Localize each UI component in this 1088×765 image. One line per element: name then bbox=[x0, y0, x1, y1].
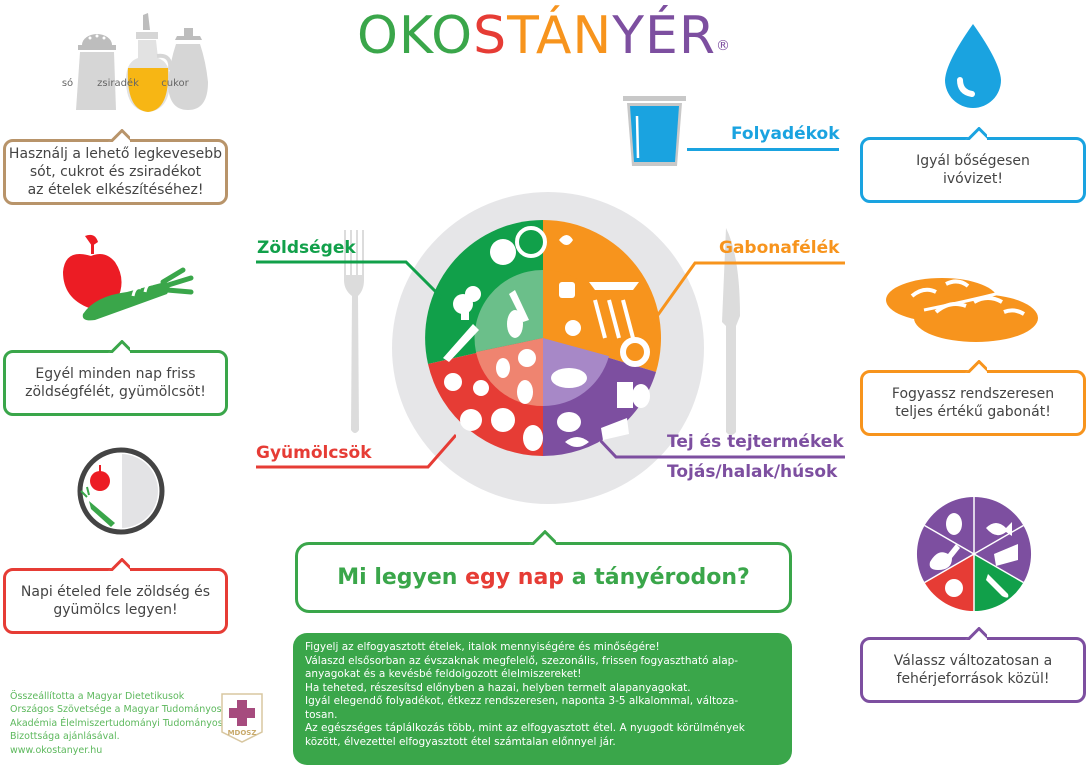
protein-callout-text: Válassz változatosan a fehérjeforrások k… bbox=[893, 653, 1053, 687]
shield-icon bbox=[221, 693, 263, 743]
water-drop-icon bbox=[945, 24, 1001, 108]
half-plate-icon bbox=[77, 447, 165, 535]
grains-label: Gabonafélék bbox=[719, 238, 840, 258]
main-question-banner: Mi legyen egy nap a tányérodon? bbox=[295, 542, 792, 613]
liquids-callout: Igyál bőségesen ivóvizet! bbox=[860, 137, 1086, 203]
title-s: S bbox=[473, 6, 508, 66]
page-title: OKOSTÁNYÉR® bbox=[0, 4, 1088, 68]
vegetables-connector bbox=[256, 260, 442, 300]
question-highlight: egy nap bbox=[465, 565, 565, 590]
fruit-veg-callout: Egyél minden nap friss zöldségfélét, gyü… bbox=[3, 350, 228, 416]
advice-box: Figyelj az elfogyasztott ételek, italok … bbox=[293, 633, 792, 765]
condiments-callout-text: Használj a lehető legkevesebb sót, cukro… bbox=[8, 146, 223, 198]
dairy-label: Tej és tejtermékek bbox=[667, 432, 844, 452]
condiments-icon bbox=[76, 13, 208, 112]
liquids-label: Folyadékok bbox=[731, 124, 840, 144]
fruits-label: Gyümölcsök bbox=[256, 443, 372, 463]
grains-callout: Fogyassz rendszeresen teljes értékű gabo… bbox=[860, 370, 1086, 436]
protein-wheel-icon bbox=[916, 497, 1032, 611]
registered-mark: ® bbox=[716, 38, 732, 54]
fruit-veg-callout-text: Egyél minden nap friss zöldségfélét, gyü… bbox=[25, 366, 206, 400]
credits-line: Bizottsága ajánlásával. bbox=[10, 731, 120, 743]
advice-text: Figyelj az elfogyasztott ételek, italok … bbox=[305, 641, 745, 748]
protein-label: Tojás/halak/húsok bbox=[667, 462, 838, 482]
credits: Összeállította a Magyar Dietetikusok Ors… bbox=[10, 690, 223, 757]
liquids-connector bbox=[687, 148, 839, 151]
mdosz-logo: MDOSZ bbox=[220, 692, 264, 744]
apple-carrot-icon bbox=[63, 234, 194, 321]
website-link[interactable]: www.okostanyer.hu bbox=[10, 744, 103, 756]
credits-line: Országos Szövetsége a Magyar Tudományos bbox=[10, 704, 222, 716]
title-oko: OKO bbox=[356, 6, 474, 66]
sugar-label: cukor bbox=[161, 78, 189, 89]
fruits-connector bbox=[256, 434, 456, 469]
half-plate-callout-text: Napi ételed fele zöldség és gyümölcs leg… bbox=[20, 584, 211, 618]
plate-chart bbox=[392, 192, 704, 504]
fat-label: zsiradék bbox=[97, 78, 139, 89]
question-part3: a tányérodon? bbox=[564, 565, 750, 590]
title-yer: YÉR bbox=[612, 6, 717, 66]
glass-icon bbox=[623, 96, 686, 166]
knife-icon bbox=[722, 228, 740, 435]
sugar-bowl-icon bbox=[168, 28, 208, 110]
oil-bottle-icon bbox=[126, 13, 173, 112]
mdosz-logo-text: MDOSZ bbox=[227, 729, 257, 737]
credits-line: Összeállította a Magyar Dietetikusok bbox=[10, 691, 185, 702]
bread-icon bbox=[886, 278, 1038, 342]
salt-label: só bbox=[61, 78, 74, 89]
salt-shaker-icon bbox=[76, 34, 116, 110]
liquids-callout-text: Igyál bőségesen ivóvizet! bbox=[916, 153, 1030, 187]
protein-connector bbox=[600, 440, 845, 459]
vegetables-label: Zöldségek bbox=[257, 238, 356, 258]
fork-icon bbox=[344, 230, 364, 433]
title-tan: TÁN bbox=[507, 6, 613, 66]
credits-line: Akadémia Élelmiszertudományi Tudományos bbox=[10, 717, 223, 729]
half-plate-callout: Napi ételed fele zöldség és gyümölcs leg… bbox=[3, 568, 228, 634]
condiments-callout: Használj a lehető legkevesebb sót, cukro… bbox=[3, 139, 228, 205]
grains-callout-text: Fogyassz rendszeresen teljes értékű gabo… bbox=[891, 386, 1055, 420]
question-part1: Mi legyen bbox=[337, 565, 466, 590]
grains-connector bbox=[650, 261, 845, 327]
protein-callout: Válassz változatosan a fehérjeforrások k… bbox=[860, 637, 1086, 703]
